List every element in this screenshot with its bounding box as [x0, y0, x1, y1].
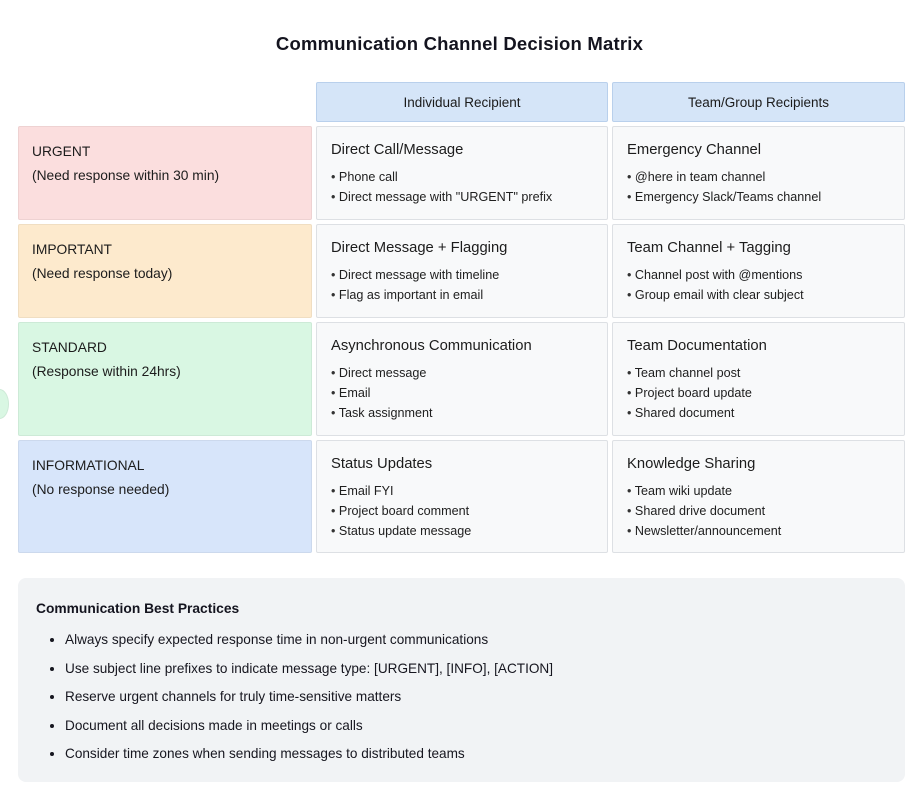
- green-edge-artifact: [0, 389, 9, 419]
- cell-title: Direct Call/Message: [331, 142, 464, 158]
- bullet-item: Newsletter/announcement: [627, 521, 890, 541]
- cell-urgent-individual: Direct Call/Message Phone call Direct me…: [316, 126, 608, 220]
- cell-title: Team Channel + Tagging: [627, 240, 791, 256]
- row-header-urgent: URGENT (Need response within 30 min): [18, 126, 312, 220]
- cell-urgent-team: Emergency Channel @here in team channel …: [612, 126, 905, 220]
- best-practice-item: Always specify expected response time in…: [65, 632, 887, 647]
- page-title: Communication Channel Decision Matrix: [275, 33, 644, 54]
- row-header-informational: INFORMATIONAL (No response needed): [18, 440, 312, 553]
- best-practices-panel: Communication Best Practices Always spec…: [18, 578, 905, 782]
- bullet-item: Shared drive document: [627, 501, 890, 521]
- bullet-item: Task assignment: [331, 403, 593, 423]
- row-label: IMPORTANT: [32, 242, 112, 257]
- cell-important-team: Team Channel + Tagging Channel post with…: [612, 224, 905, 318]
- row-label: URGENT: [32, 144, 91, 159]
- row-header-standard: STANDARD (Response within 24hrs): [18, 322, 312, 436]
- cell-title: Status Updates: [331, 456, 433, 472]
- cell-title: Direct Message + Flagging: [331, 240, 508, 256]
- bullet-item: Flag as important in email: [331, 285, 593, 305]
- best-practice-item: Consider time zones when sending message…: [65, 746, 887, 761]
- best-practice-item: Use subject line prefixes to indicate me…: [65, 661, 887, 676]
- bullet-item: Direct message: [331, 363, 593, 383]
- row-sublabel: (Need response today): [32, 266, 173, 281]
- column-header-individual: Individual Recipient: [316, 82, 608, 122]
- bullet-item: Channel post with @mentions: [627, 265, 890, 285]
- cell-important-individual: Direct Message + Flagging Direct message…: [316, 224, 608, 318]
- bullet-item: Direct message with timeline: [331, 265, 593, 285]
- bullet-item: Team channel post: [627, 363, 890, 383]
- cell-title: Emergency Channel: [627, 142, 762, 158]
- cell-title: Knowledge Sharing: [627, 456, 756, 472]
- bullet-item: Status update message: [331, 521, 593, 541]
- bullet-item: Direct message with "URGENT" prefix: [331, 187, 593, 207]
- bullet-item: Email FYI: [331, 481, 593, 501]
- cell-informational-individual: Status Updates Email FYI Project board c…: [316, 440, 608, 553]
- cell-standard-team: Team Documentation Team channel post Pro…: [612, 322, 905, 436]
- bullet-item: Project board comment: [331, 501, 593, 521]
- bullet-item: @here in team channel: [627, 167, 890, 187]
- bullet-item: Phone call: [331, 167, 593, 187]
- bullet-item: Group email with clear subject: [627, 285, 890, 305]
- cell-title: Asynchronous Communication: [331, 338, 532, 354]
- bullet-item: Email: [331, 383, 593, 403]
- row-sublabel: (No response needed): [32, 482, 170, 497]
- cell-standard-individual: Asynchronous Communication Direct messag…: [316, 322, 608, 436]
- cell-title: Team Documentation: [627, 338, 767, 354]
- bullet-item: Shared document: [627, 403, 890, 423]
- cell-informational-team: Knowledge Sharing Team wiki update Share…: [612, 440, 905, 553]
- column-header-team-group: Team/Group Recipients: [612, 82, 905, 122]
- row-label: INFORMATIONAL: [32, 458, 145, 473]
- bullet-item: Team wiki update: [627, 481, 890, 501]
- best-practice-item: Document all decisions made in meetings …: [65, 718, 887, 733]
- decision-matrix: Individual Recipient Team/Group Recipien…: [18, 82, 905, 553]
- row-label: STANDARD: [32, 340, 107, 355]
- row-sublabel: (Need response within 30 min): [32, 168, 220, 183]
- best-practices-list: Always specify expected response time in…: [36, 632, 887, 761]
- row-header-important: IMPORTANT (Need response today): [18, 224, 312, 318]
- best-practices-title: Communication Best Practices: [36, 601, 240, 616]
- row-sublabel: (Response within 24hrs): [32, 364, 181, 379]
- matrix-corner-spacer: [18, 82, 312, 122]
- bullet-item: Emergency Slack/Teams channel: [627, 187, 890, 207]
- bullet-item: Project board update: [627, 383, 890, 403]
- best-practice-item: Reserve urgent channels for truly time-s…: [65, 689, 887, 704]
